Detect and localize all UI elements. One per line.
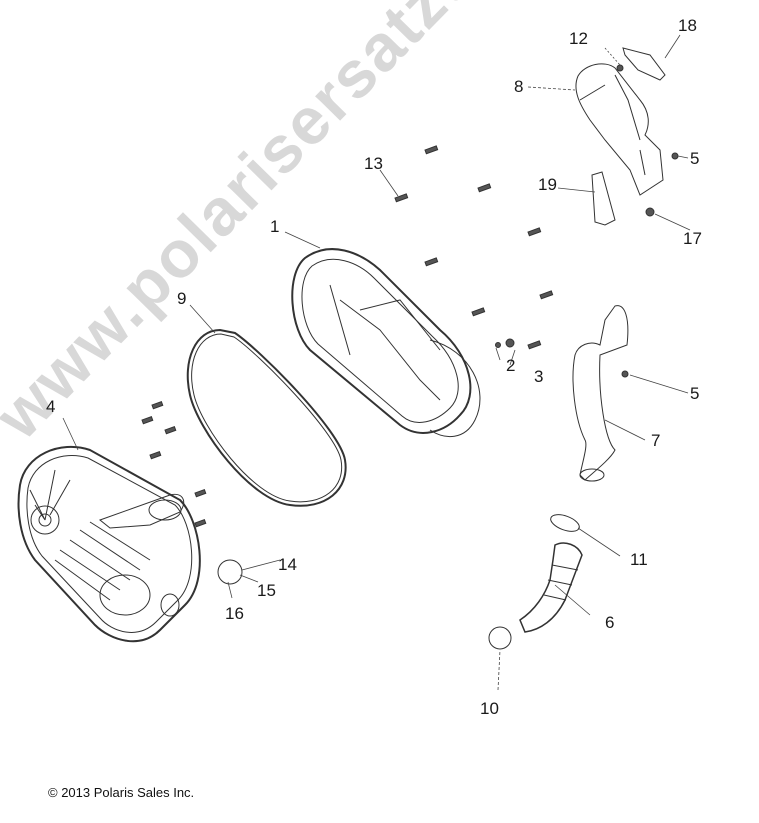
callout-15: 15 xyxy=(257,581,276,600)
part-8-intake-housing xyxy=(575,63,664,196)
callout-1: 1 xyxy=(270,217,280,236)
callout-7: 7 xyxy=(651,431,661,450)
part-4-outer-cover xyxy=(17,445,201,643)
callout-18: 18 xyxy=(678,16,697,35)
callout-17: 17 xyxy=(683,229,702,248)
callout-10: 10 xyxy=(480,699,499,718)
screws xyxy=(141,64,679,528)
part-11-clamp xyxy=(550,514,580,532)
part-10-clamp xyxy=(488,626,512,650)
callout-14: 14 xyxy=(278,555,297,574)
callout-16: 16 xyxy=(225,604,244,623)
part-9-seal xyxy=(186,328,347,507)
callout-13: 13 xyxy=(364,154,383,173)
copyright-text: © 2013 Polaris Sales Inc. xyxy=(48,785,195,800)
callout-3: 3 xyxy=(534,367,544,386)
callout-5-lower: 5 xyxy=(690,384,700,403)
callout-19: 19 xyxy=(538,175,557,194)
callout-5-upper: 5 xyxy=(690,149,700,168)
callout-2: 2 xyxy=(506,356,516,375)
part-7-exhaust-duct xyxy=(572,305,629,482)
callout-8: 8 xyxy=(514,77,524,96)
callout-6: 6 xyxy=(605,613,615,632)
callout-9: 9 xyxy=(177,289,187,308)
callout-4: 4 xyxy=(46,397,56,416)
callout-11: 11 xyxy=(630,550,648,569)
part-19-foam-seal xyxy=(591,171,616,226)
part-1-inner-cover xyxy=(291,248,481,438)
callout-12: 12 xyxy=(569,29,588,48)
leader-lines xyxy=(62,34,691,691)
part-18-seal-strip xyxy=(622,47,666,81)
part-6-intake-boot xyxy=(519,542,583,633)
part-14-plug xyxy=(217,559,243,585)
